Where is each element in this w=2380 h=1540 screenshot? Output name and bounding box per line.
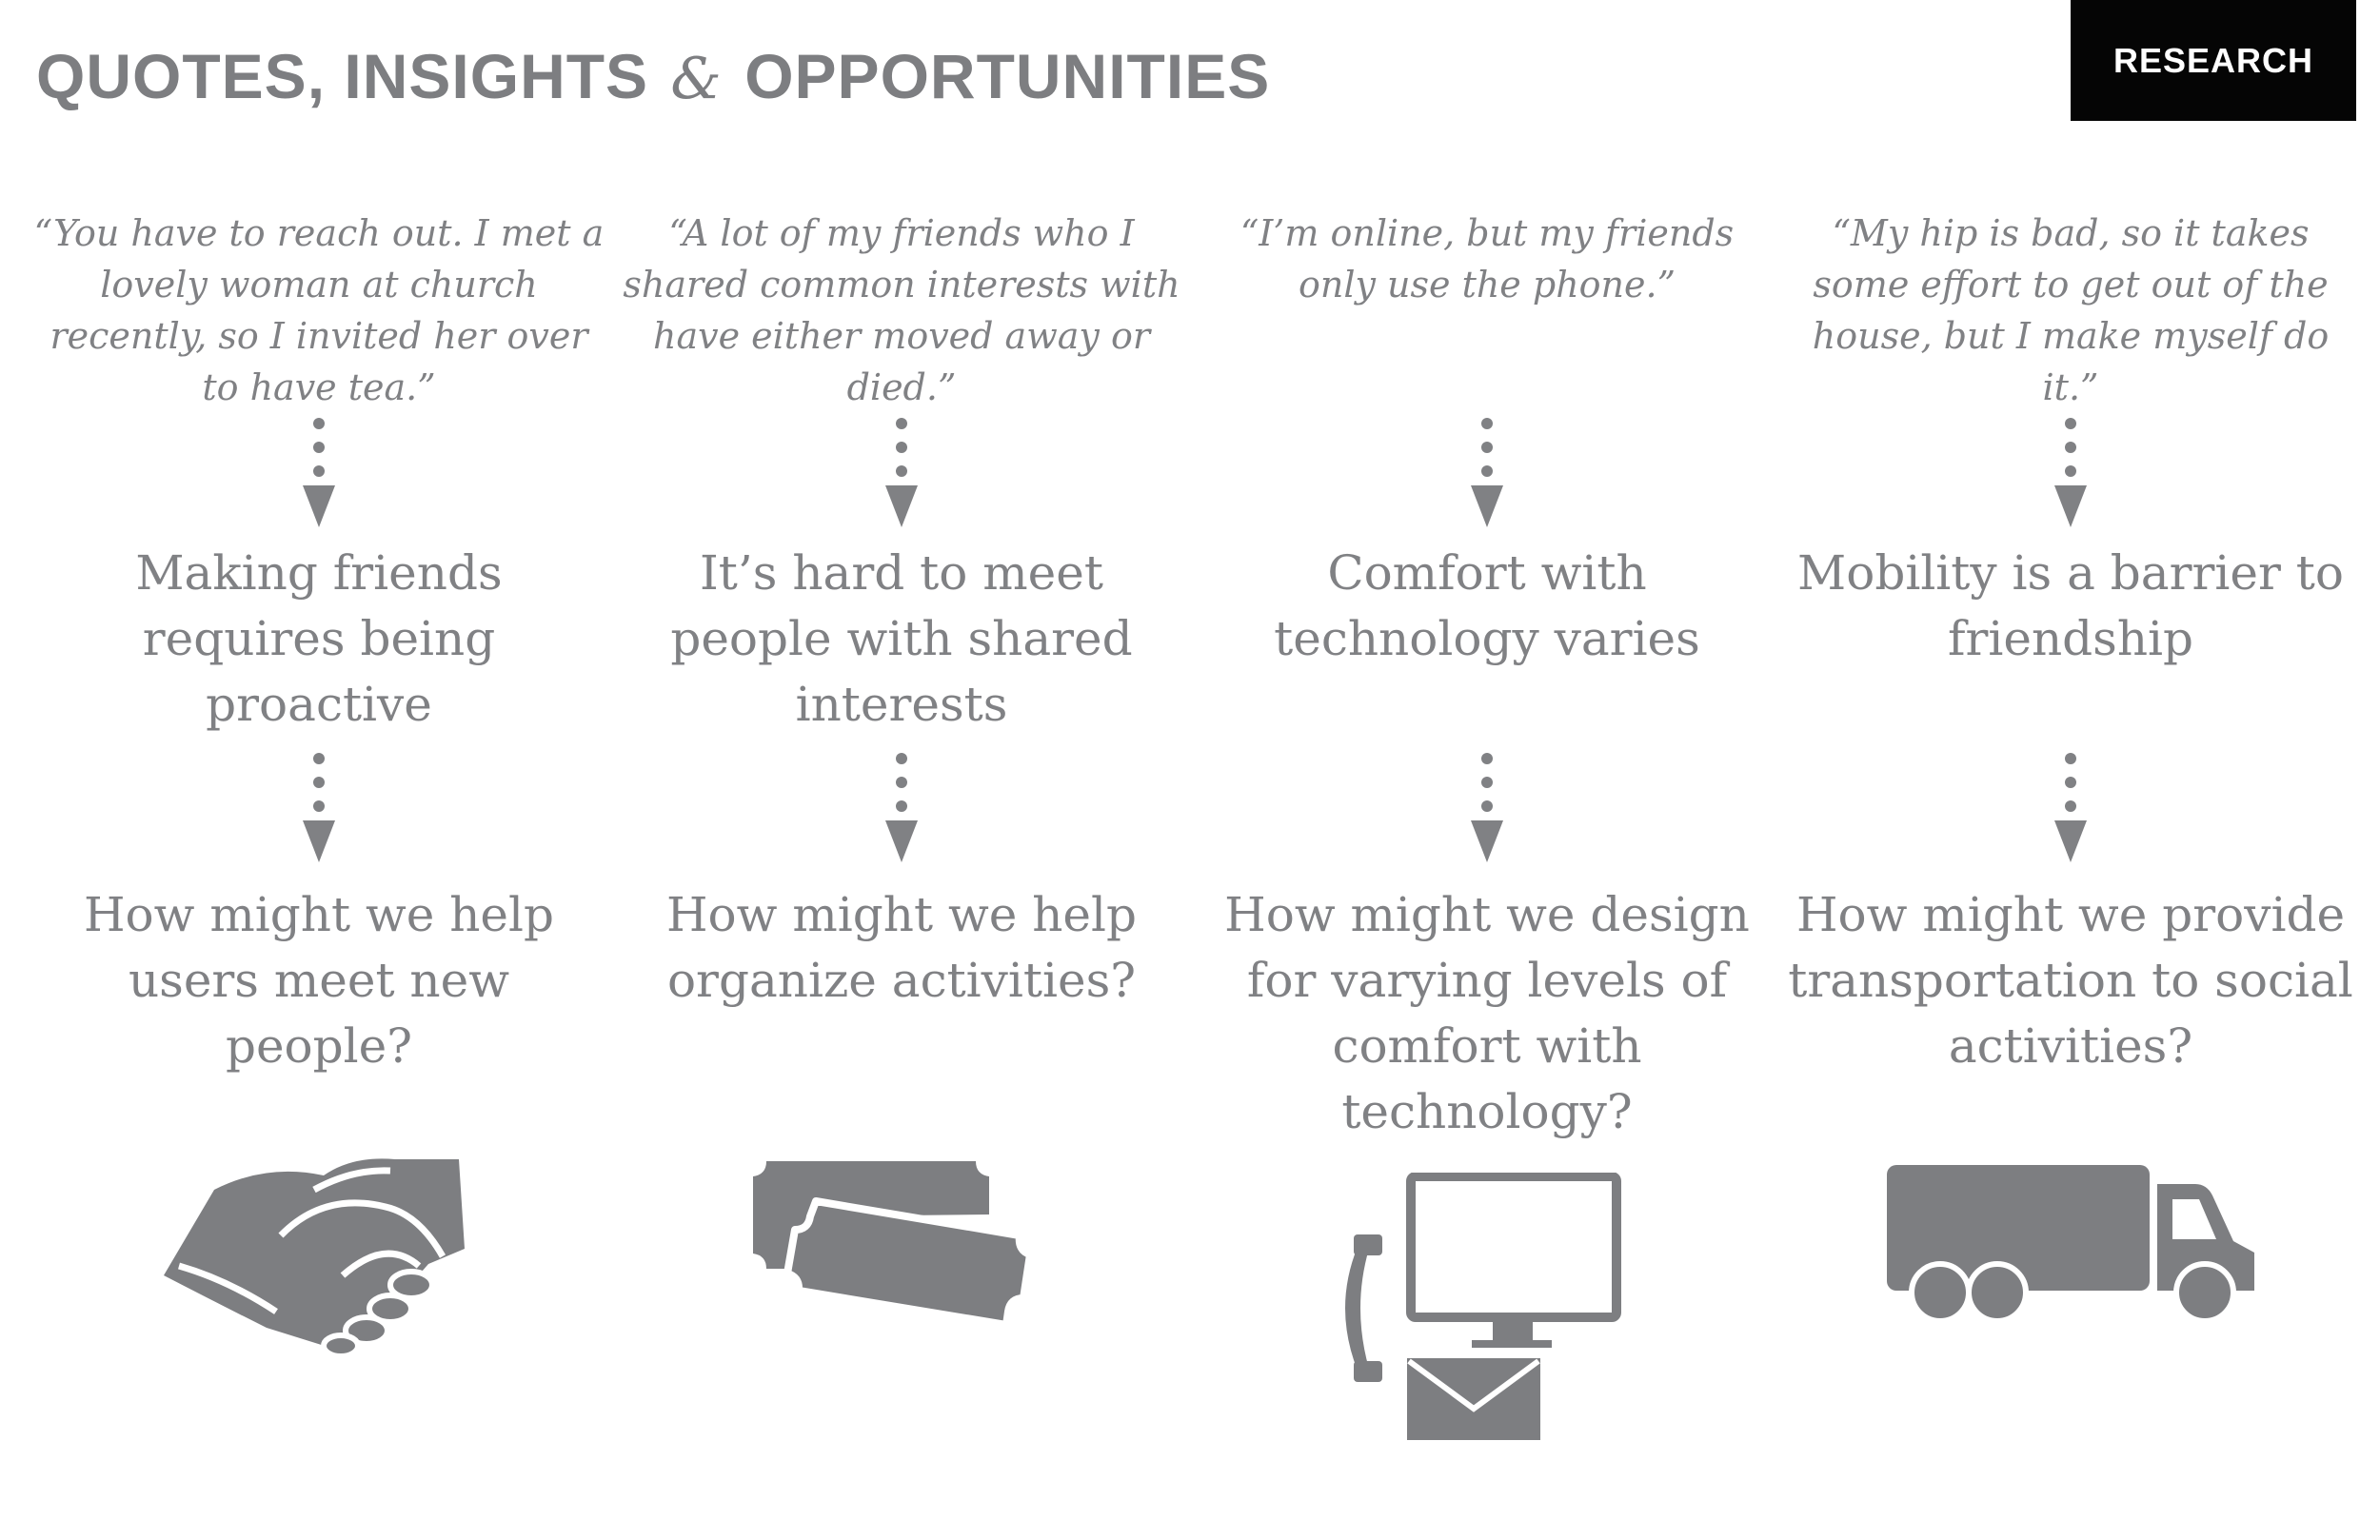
insight-text: Mobility is a barrier to friendship — [1797, 545, 2344, 666]
opportunity-text: How might we help organize activities? — [665, 887, 1138, 1008]
quote-text: “My hip is bad, so it takes some effort … — [1812, 212, 2330, 408]
opportunity-text: How might we design for varying levels o… — [1224, 887, 1750, 1139]
insight-text: Comfort with technology varies — [1274, 545, 1700, 666]
dotted-arrow-down-icon — [2054, 753, 2087, 862]
phone-computer-mail-icon — [1345, 1173, 1621, 1440]
handshake-icon — [164, 1158, 465, 1356]
quote-text: “A lot of my friends who I shared common… — [623, 212, 1180, 408]
dotted-arrow-down-icon — [303, 418, 335, 527]
telephone-handset-icon — [1345, 1234, 1382, 1382]
dotted-arrow-down-icon — [885, 753, 918, 862]
column-3: “I’m online, but my friends only use the… — [1201, 0, 1773, 1540]
mail-envelope-icon — [1407, 1358, 1540, 1440]
dotted-arrow-down-icon — [303, 753, 335, 862]
research-badge: RESEARCH — [2071, 0, 2356, 121]
opportunity-text: How might we provide transportation to s… — [1788, 887, 2353, 1074]
title-part-quotes-insights: QUOTES, INSIGHTS — [36, 41, 649, 111]
title-ampersand: & — [670, 46, 723, 112]
dotted-arrow-down-icon — [885, 418, 918, 527]
quote-text: “You have to reach out. I met a lovely w… — [33, 212, 605, 408]
insight-text: It’s hard to meet people with shared int… — [670, 545, 1133, 732]
page-title: QUOTES, INSIGHTS & OPPORTUNITIES — [36, 40, 1270, 112]
insight-text: Making friends requires being proactive — [135, 545, 503, 732]
quote-text: “I’m online, but my friends only use the… — [1240, 212, 1735, 306]
dotted-arrow-down-icon — [1471, 753, 1503, 862]
title-part-opportunities: OPPORTUNITIES — [744, 41, 1271, 111]
tickets-icon — [753, 1161, 1034, 1329]
opportunity-text: How might we help users meet new people? — [83, 887, 555, 1074]
computer-monitor-icon — [1406, 1173, 1621, 1348]
column-1: “You have to reach out. I met a lovely w… — [33, 0, 605, 1540]
truck-icon — [1887, 1165, 2254, 1324]
column-2: “A lot of my friends who I shared common… — [616, 0, 1187, 1540]
dotted-arrow-down-icon — [2054, 418, 2087, 527]
dotted-arrow-down-icon — [1471, 418, 1503, 527]
column-4: “My hip is bad, so it takes some effort … — [1785, 0, 2356, 1540]
